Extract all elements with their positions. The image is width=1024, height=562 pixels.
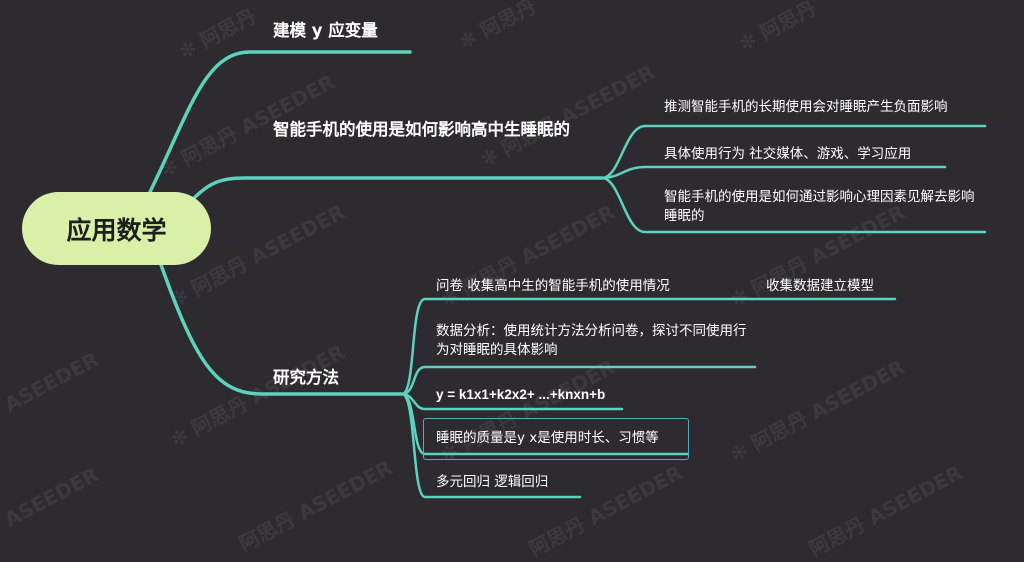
- connector-leaf: [600, 124, 987, 180]
- connector-leaf: [600, 176, 987, 234]
- connector-leaf: [400, 297, 752, 396]
- connector-research-question: [178, 176, 604, 215]
- leaf-node-build-model[interactable]: 收集数据建立模型: [766, 277, 874, 296]
- connector-leaf: [400, 392, 582, 499]
- leaf-node-regression[interactable]: 多元回归 逻辑回归: [436, 473, 548, 492]
- leaf-label: 数据分析：使用统计方法分析问卷，探讨不同使用行为对睡眠的具体影响: [436, 323, 747, 358]
- leaf-node[interactable]: 推测智能手机的长期使用会对睡眠产生负面影响: [664, 98, 948, 117]
- connector-modeling: [148, 50, 412, 194]
- leaf-node-data-analysis[interactable]: 数据分析：使用统计方法分析问卷，探讨不同使用行为对睡眠的具体影响: [436, 322, 754, 360]
- leaf-node[interactable]: 具体使用行为 社交媒体、游戏、学习应用: [664, 145, 911, 164]
- leaf-node-questionnaire[interactable]: 问卷 收集高中生的智能手机的使用情况: [436, 277, 670, 296]
- leaf-label: 具体使用行为 社交媒体、游戏、学习应用: [664, 146, 912, 162]
- connector-research-methods: [158, 260, 404, 396]
- leaf-label: 收集数据建立模型: [766, 278, 874, 294]
- branch-node-research-methods[interactable]: 研究方法: [273, 366, 339, 390]
- branch-node-research-question[interactable]: 智能手机的使用是如何影响高中生睡眠的: [273, 118, 581, 142]
- connector-leaf: [400, 365, 757, 396]
- leaf-label: 智能手机的使用是如何通过影响心理因素见解去影响睡眠的: [664, 189, 975, 224]
- branch-node-modeling[interactable]: 建模 y 应变量: [273, 19, 378, 43]
- branch-label: 智能手机的使用是如何影响高中生睡眠的: [273, 120, 570, 139]
- leaf-label: 多元回归 逻辑回归: [436, 474, 549, 490]
- connector-leaf: [600, 165, 947, 180]
- selection-outline: [423, 418, 689, 460]
- branch-label: 研究方法: [273, 368, 339, 387]
- leaf-node[interactable]: 智能手机的使用是如何通过影响心理因素见解去影响睡眠的: [664, 188, 982, 226]
- leaf-node-sleep-quality[interactable]: 睡眠的质量是y x是使用时长、习惯等: [436, 429, 659, 448]
- root-node-label: 应用数学: [66, 215, 167, 245]
- leaf-label: 问卷 收集高中生的智能手机的使用情况: [436, 278, 670, 294]
- leaf-label: 睡眠的质量是y x是使用时长、习惯等: [436, 430, 659, 446]
- leaf-label: 推测智能手机的长期使用会对睡眠产生负面影响: [664, 99, 948, 115]
- root-node[interactable]: 应用数学: [22, 192, 211, 265]
- leaf-node-formula[interactable]: y = k1x1+k2x2+ ...+knxn+b: [436, 385, 605, 404]
- leaf-label: y = k1x1+k2x2+ ...+knxn+b: [436, 387, 606, 402]
- branch-label: 建模 y 应变量: [273, 21, 378, 40]
